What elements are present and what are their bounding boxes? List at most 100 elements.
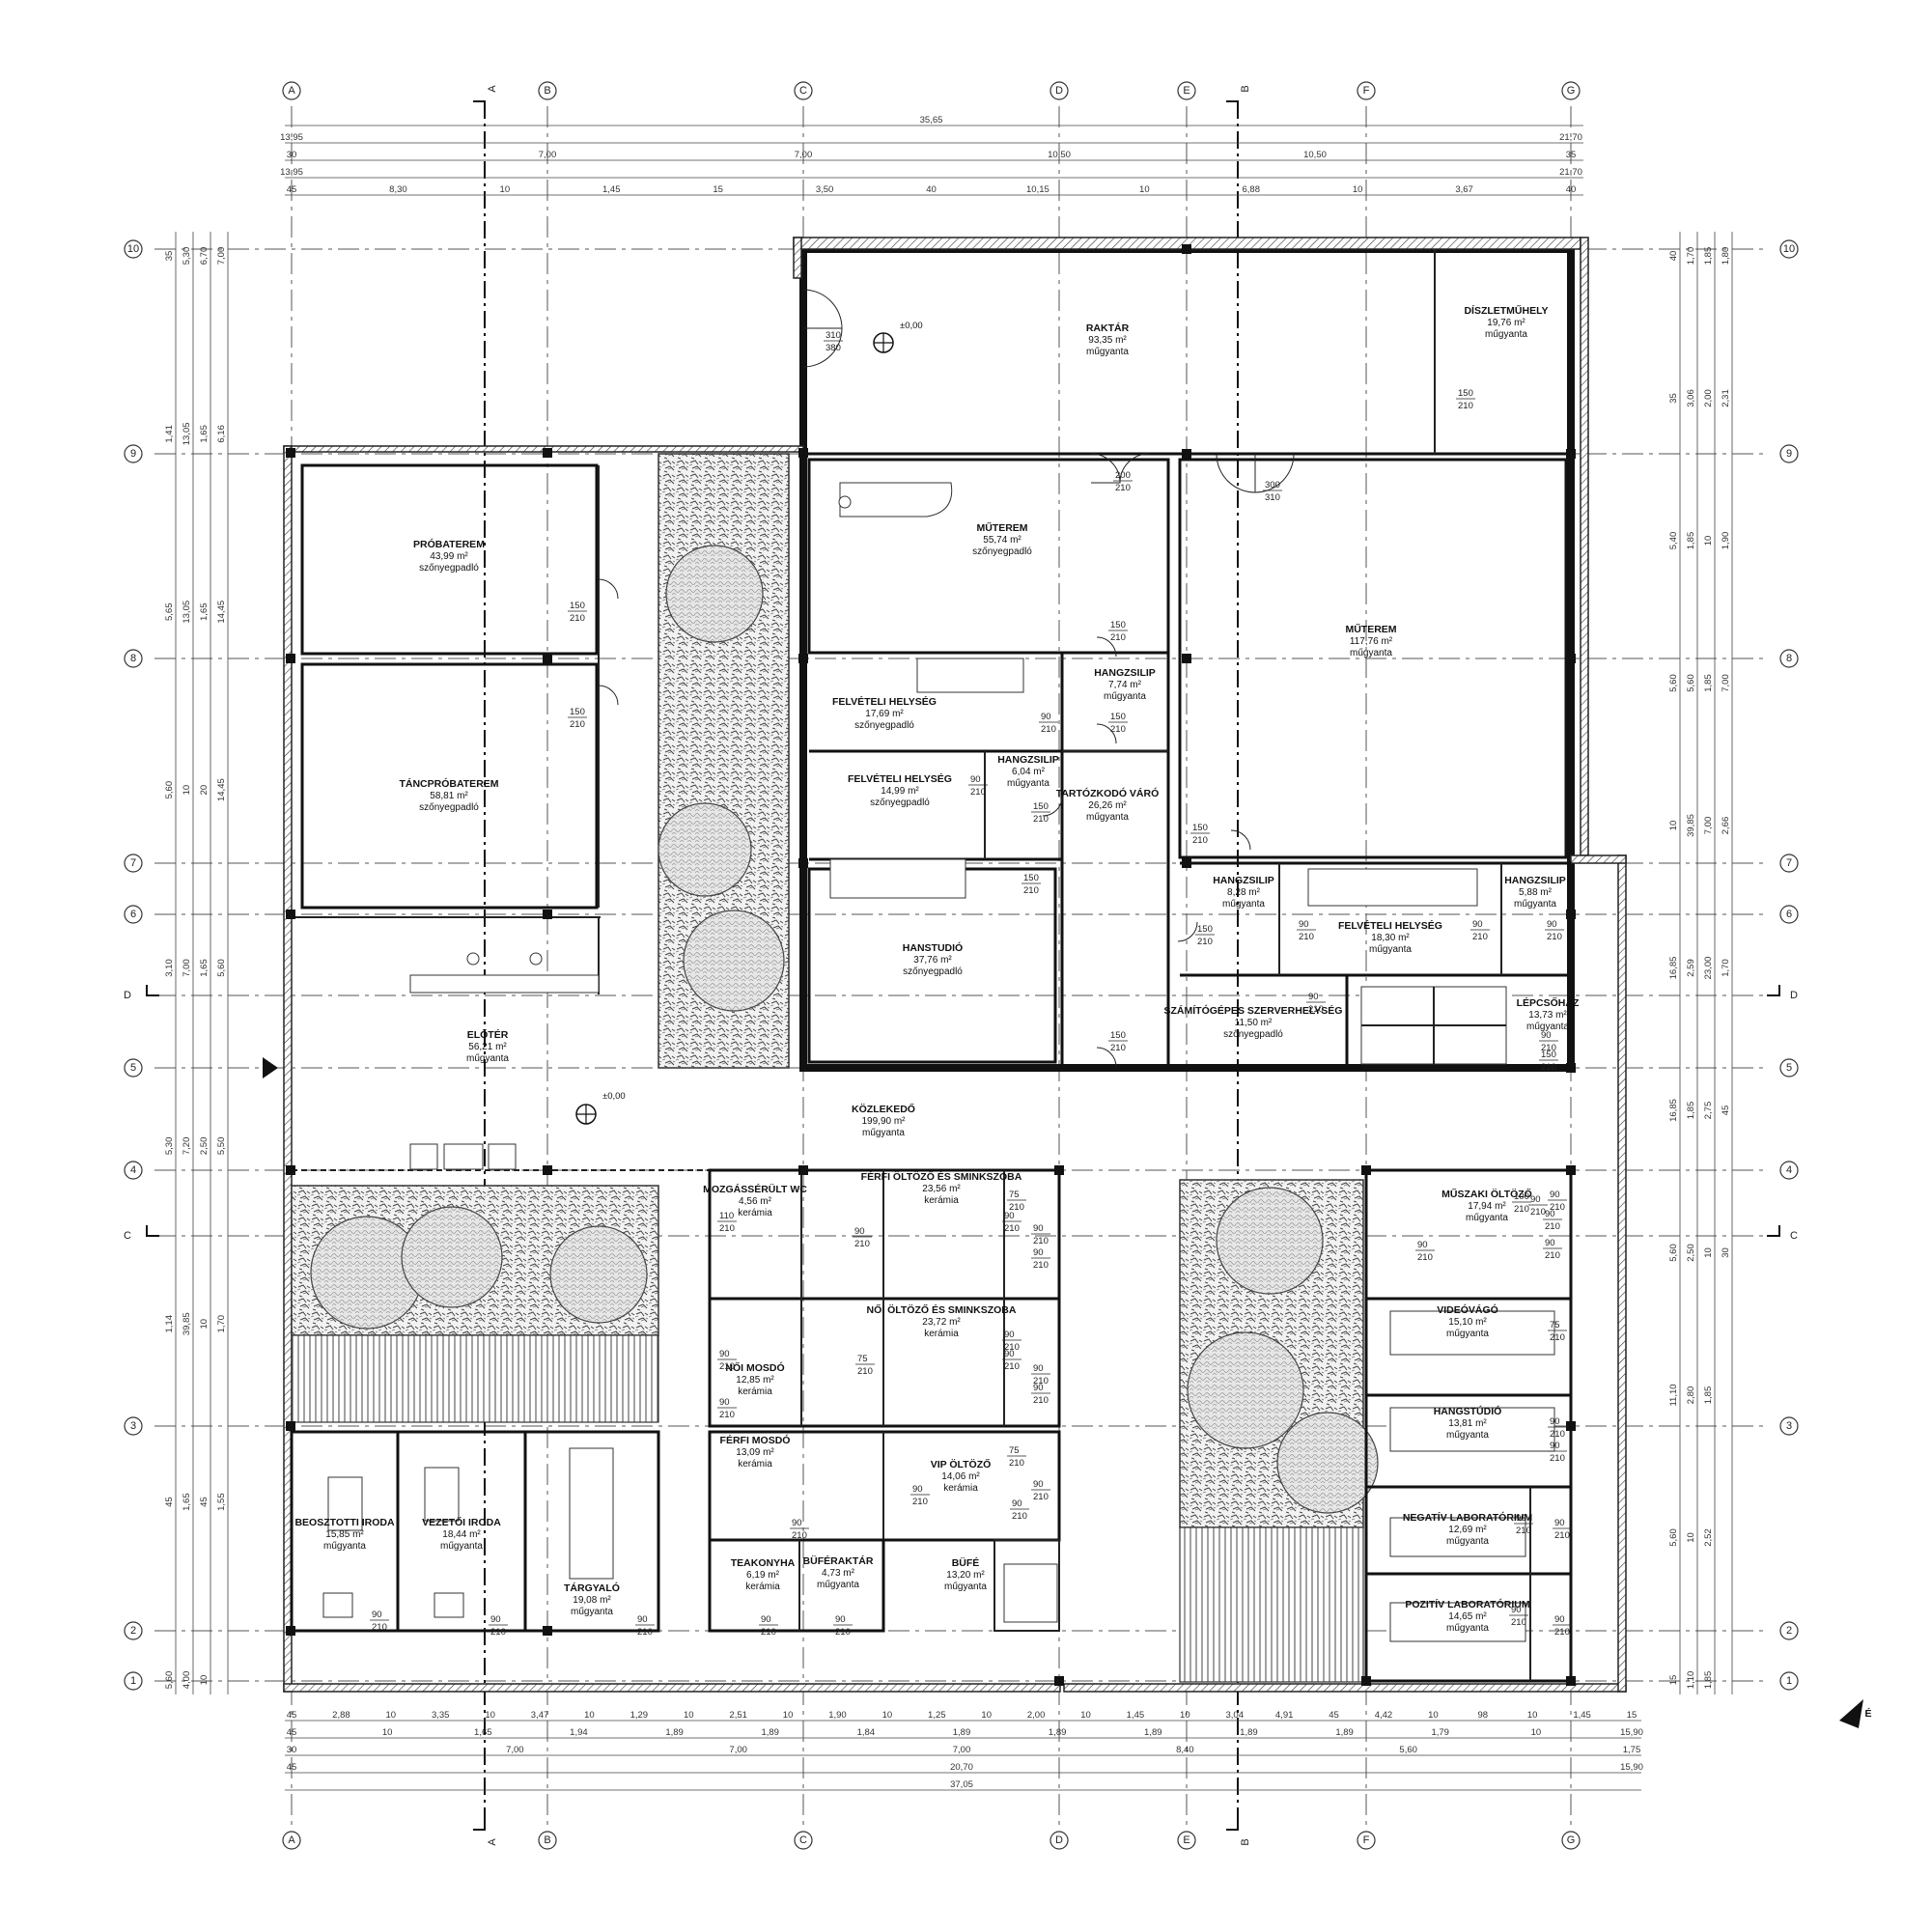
door-height: 210	[1110, 632, 1126, 643]
room-floor: műgyanta	[1086, 812, 1129, 823]
door-height: 210	[792, 1530, 807, 1541]
tree	[549, 1225, 648, 1324]
axis-bubble	[124, 444, 143, 463]
door-height: 210	[719, 1410, 735, 1420]
room-name: KÖZLEKEDŐ	[852, 1103, 915, 1115]
room-floor: műgyanta	[862, 1128, 905, 1138]
dimension-text: 10	[182, 785, 192, 796]
room-floor: műgyanta	[1369, 944, 1412, 955]
room-floor: szőnyegpadló	[419, 563, 479, 574]
axis-bubble	[282, 81, 301, 100]
room-area: 19,08 m²	[573, 1595, 611, 1606]
door-height: 210	[1192, 835, 1208, 846]
axis-bubble	[1779, 854, 1799, 873]
door-height: 210	[1547, 932, 1562, 942]
column	[1054, 1676, 1064, 1686]
axis-label: E	[1183, 1834, 1189, 1846]
dimension-text: 1,85	[1686, 532, 1696, 550]
axis-bubble	[124, 905, 143, 924]
axis-bubble	[794, 1831, 813, 1850]
section-label-c-left: C	[124, 1230, 131, 1242]
sink-icon	[529, 952, 543, 966]
door-height: 210	[1458, 401, 1473, 411]
dimension-text: 3,50	[816, 184, 834, 195]
axis-bubble	[538, 81, 557, 100]
door-width: 90	[1033, 1223, 1044, 1234]
room-name: BEOSZTOTTI IRODA	[294, 1517, 394, 1528]
room-name: FÉRFI ÖLTÖZŐ ÉS SMINKSZOBA	[861, 1170, 1022, 1183]
dimension-text: 10	[1703, 1247, 1714, 1258]
axis-bubble	[1779, 1416, 1799, 1436]
dimension-text: 16,85	[1668, 957, 1679, 980]
room-area: 55,74 m²	[983, 535, 1021, 546]
dimension-text: 10	[1703, 536, 1714, 546]
door-width: 90	[1547, 919, 1557, 930]
room-name: TÁNCPRÓBATEREM	[399, 777, 498, 790]
section-label-a-bottom: A	[487, 1838, 498, 1846]
dimension-text: 30	[287, 1745, 297, 1755]
dimension-text: 10	[1180, 1710, 1190, 1721]
dimension-text: 1,85	[1703, 1671, 1714, 1690]
door-width: 150	[570, 707, 585, 717]
dimension-text: 10	[199, 1319, 210, 1330]
dimension-text: 7,00	[795, 150, 813, 160]
dimension-text: 30	[1721, 1247, 1731, 1258]
room-area: 93,35 m²	[1088, 335, 1127, 346]
door-width: 150	[1197, 924, 1213, 935]
axis-label: D	[1055, 1834, 1063, 1846]
room-name: HANGZSILIP	[1504, 875, 1566, 886]
door-height: 210	[719, 1223, 735, 1234]
door-height: 210	[761, 1627, 776, 1638]
dimension-text: 1,65	[199, 959, 210, 977]
dimension-text: 30	[287, 150, 297, 160]
dimension-text: 1,90	[1721, 532, 1731, 550]
axis-bubble	[1049, 1831, 1069, 1850]
dimension-text: 1,75	[1623, 1745, 1641, 1755]
axis-bubble	[1177, 81, 1196, 100]
dimension-text: 23,00	[1703, 957, 1714, 980]
wooden-deck	[291, 1334, 659, 1423]
dimension-text: 5,60	[164, 781, 175, 799]
dimension-text: 10,15	[1026, 184, 1049, 195]
section-marker-d-left	[146, 985, 159, 996]
dimension-text: 21,70	[1559, 132, 1582, 143]
room-area: 8,28 m²	[1227, 887, 1261, 898]
dimension-text: 1,84	[857, 1727, 876, 1738]
axis-label: 5	[1786, 1062, 1792, 1074]
mixing-desk-icon	[1307, 868, 1478, 907]
axis-bubble	[282, 1831, 301, 1850]
door-height: 210	[570, 719, 585, 730]
room-area: 58,81 m²	[430, 791, 468, 801]
dimension-text: 1,45	[1573, 1710, 1591, 1721]
section-label-b-bottom: B	[1240, 1838, 1251, 1845]
dimension-text: 3,35	[432, 1710, 450, 1721]
axis-label: 4	[130, 1164, 136, 1176]
door-height: 210	[1299, 932, 1314, 942]
room-area: 6,19 m²	[746, 1570, 780, 1581]
axis-bubble	[1779, 1161, 1799, 1180]
dimension-text: 4,91	[1275, 1710, 1294, 1721]
axis-label: D	[1055, 85, 1063, 97]
door-height: 210	[1004, 1342, 1020, 1353]
section-marker-c-right	[1767, 1225, 1780, 1237]
column	[286, 1421, 295, 1431]
dimension-text: 15,90	[1620, 1762, 1643, 1773]
room-floor: műgyanta	[1526, 1022, 1569, 1032]
room-floor: kerámia	[738, 1386, 772, 1397]
tree	[1216, 1187, 1324, 1295]
axis-label: 9	[130, 448, 136, 460]
door-width: 90	[792, 1518, 802, 1528]
room-name: DÍSZLETMŰHELY	[1464, 304, 1548, 317]
